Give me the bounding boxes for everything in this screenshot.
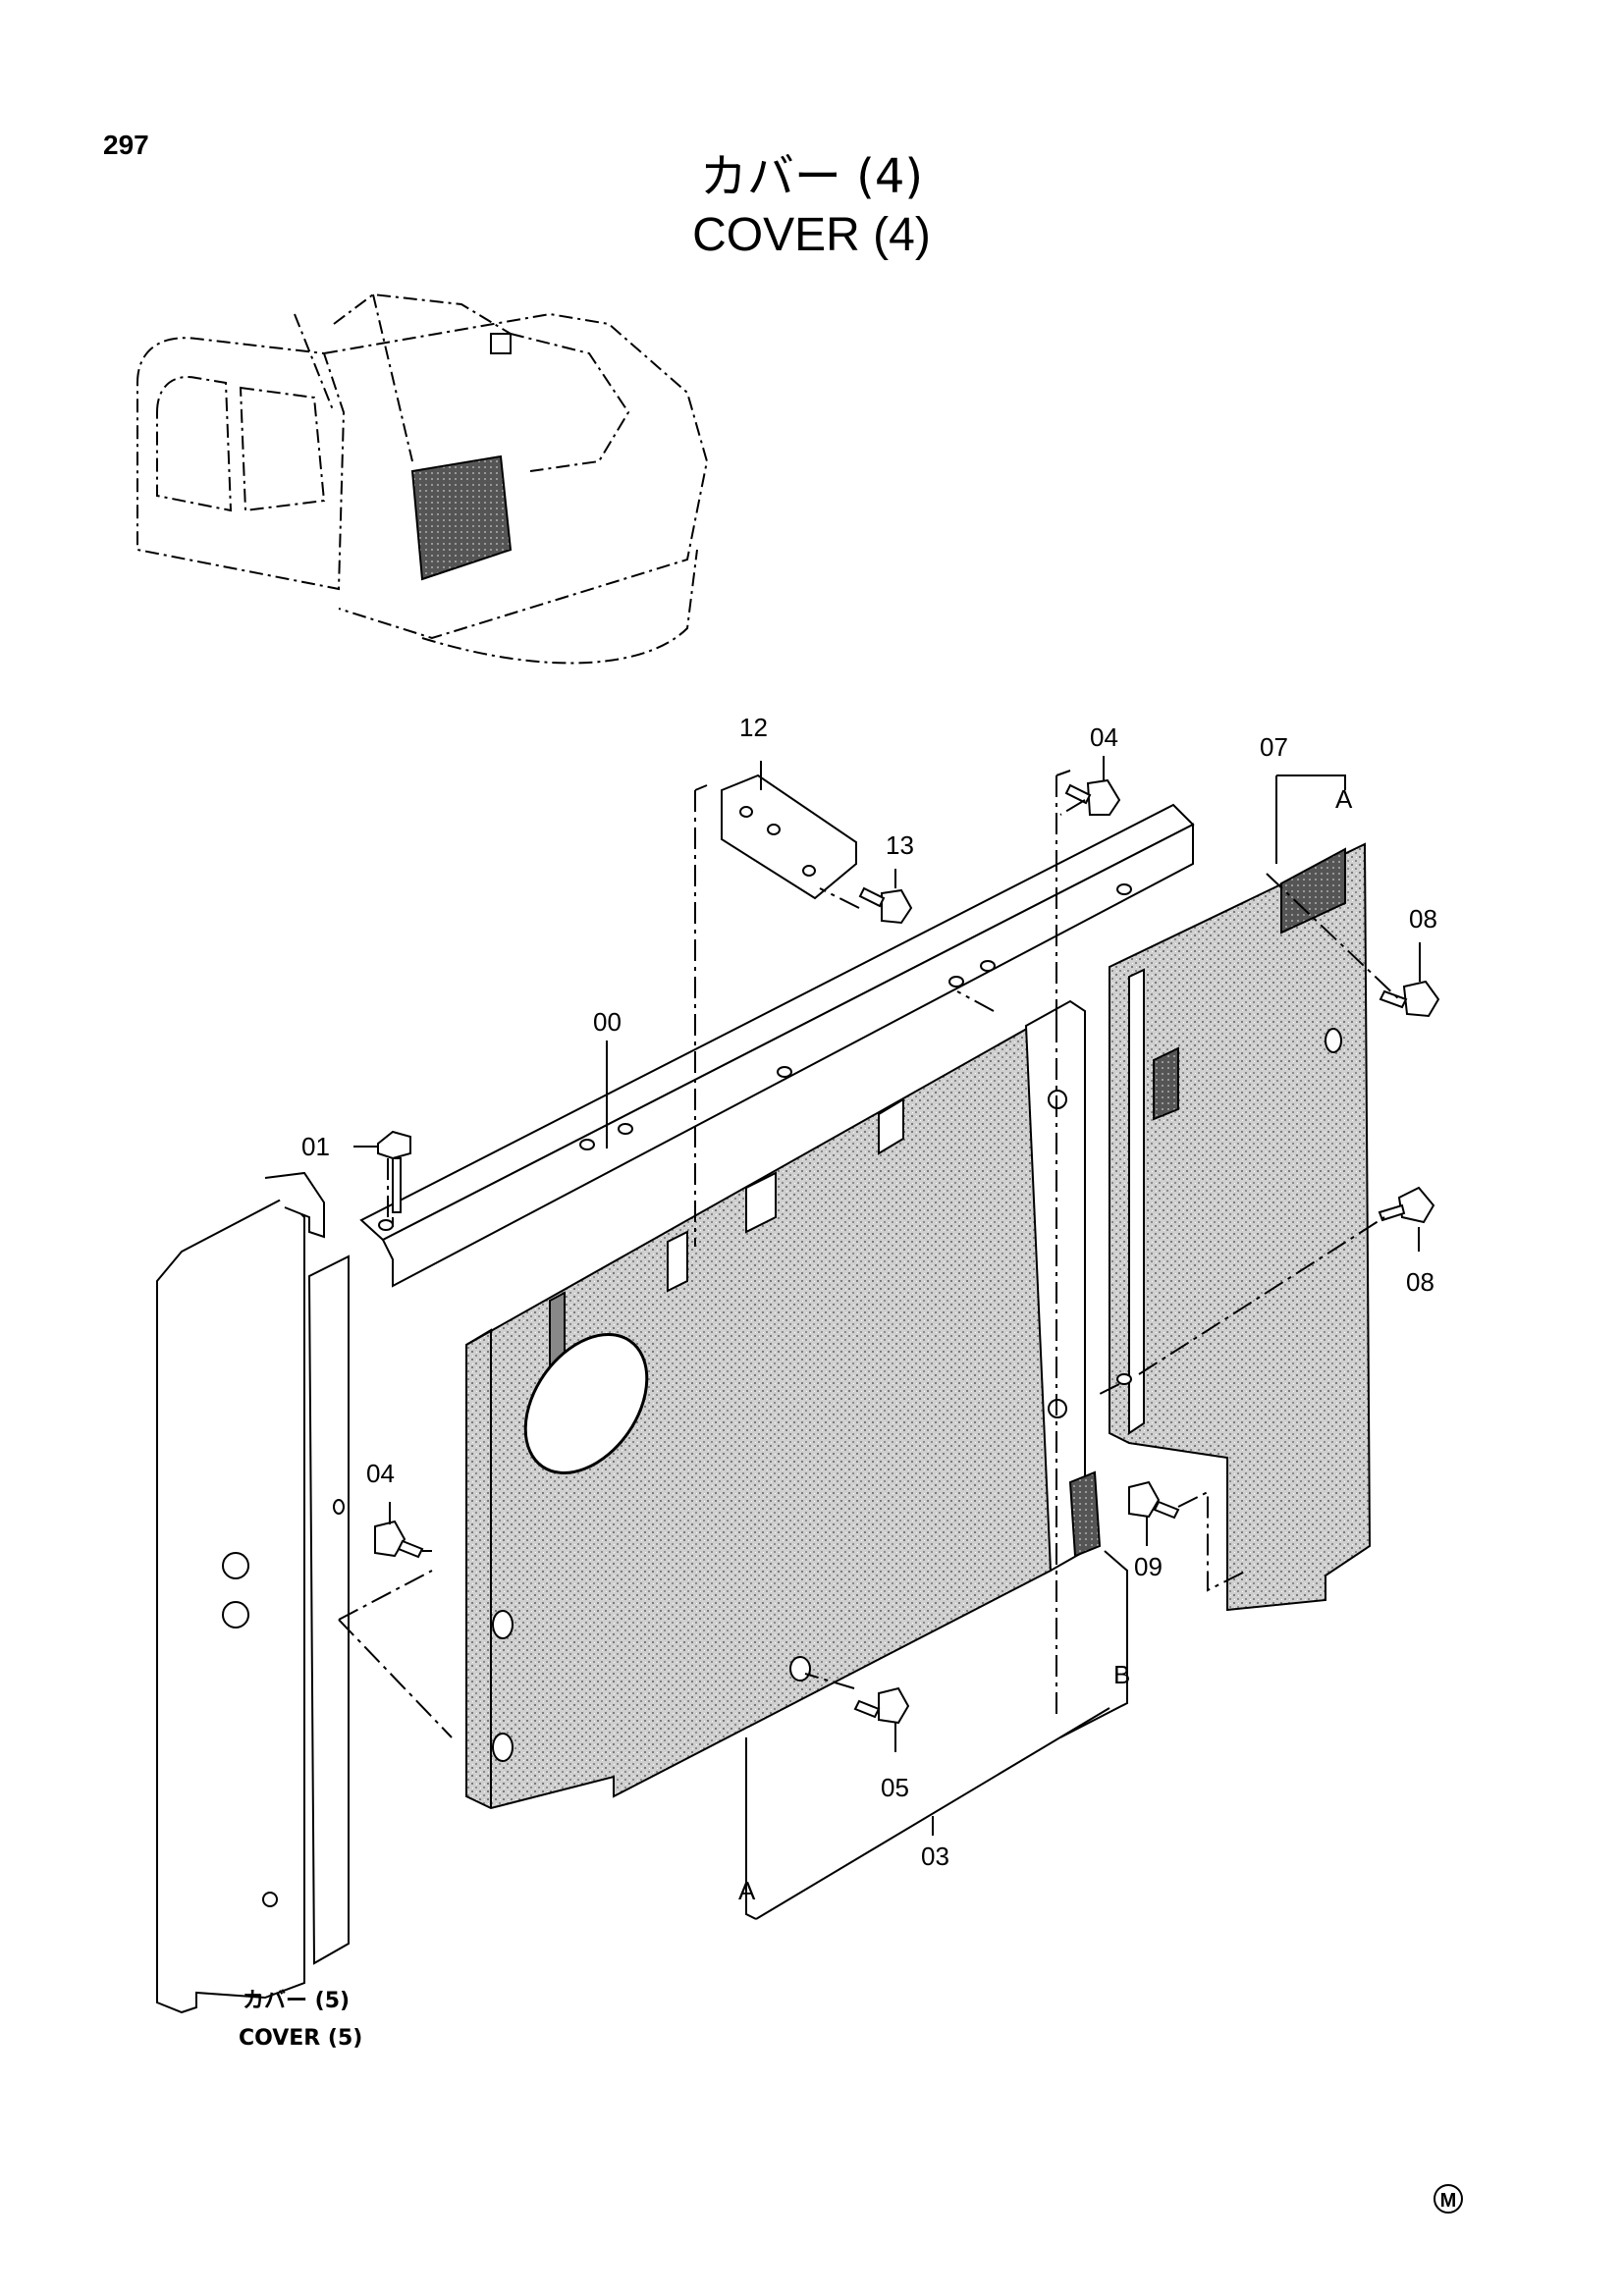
mark-letter: M [1440, 2190, 1457, 2212]
page-number: 297 [103, 130, 149, 160]
cover-location-highlight [410, 333, 513, 581]
part-07-right-cover-panel [1109, 842, 1372, 1612]
bolt-08-upper [1379, 980, 1440, 1018]
callout-03: 03 [921, 1842, 949, 1871]
callout-04-left: 04 [366, 1459, 395, 1488]
callout-13: 13 [886, 830, 914, 860]
circled-m-mark: M [1434, 2184, 1463, 2214]
dashed-assembly-lines [338, 770, 1400, 1738]
title-japanese: カバー (4) [699, 149, 924, 204]
callout-12: 12 [739, 713, 768, 742]
bolt-09 [1128, 1480, 1180, 1520]
part-00-support-bar [359, 803, 1195, 1288]
callout-ref-b: B [1113, 1660, 1130, 1689]
excavator-overview [136, 293, 709, 665]
bolt-08-lower [1378, 1186, 1435, 1224]
callout-08-lower: 08 [1406, 1267, 1434, 1297]
callout-ref-a-top: A [1335, 784, 1353, 814]
page-title: カバー (4) COVER (4) [0, 147, 1623, 265]
fasteners [374, 778, 1440, 1725]
callout-ref-a-bottom: A [738, 1876, 756, 1905]
note-cover-5-en: COVER (5) [239, 2026, 362, 2051]
bolt-01 [377, 1130, 411, 1213]
callout-01: 01 [301, 1132, 330, 1161]
bolt-04-left [374, 1520, 424, 1559]
callout-08-upper: 08 [1409, 904, 1437, 934]
callout-05: 05 [881, 1773, 909, 1802]
part-12-bracket [721, 774, 857, 900]
bolt-04-top [1064, 778, 1121, 816]
bolt-05 [853, 1686, 910, 1725]
callout-09: 09 [1134, 1552, 1163, 1581]
part-03-main-cover-panel [465, 999, 1102, 1810]
note-cover-5-jp: カバー (5) [243, 1989, 350, 2013]
bolt-13 [858, 886, 913, 925]
callout-04-top: 04 [1090, 722, 1118, 752]
callout-07: 07 [1260, 732, 1288, 762]
leader-lines [353, 756, 1421, 1920]
title-english: COVER (4) [692, 209, 931, 261]
callout-00: 00 [593, 1007, 622, 1037]
cover-5-reference-panels [156, 1171, 350, 2014]
